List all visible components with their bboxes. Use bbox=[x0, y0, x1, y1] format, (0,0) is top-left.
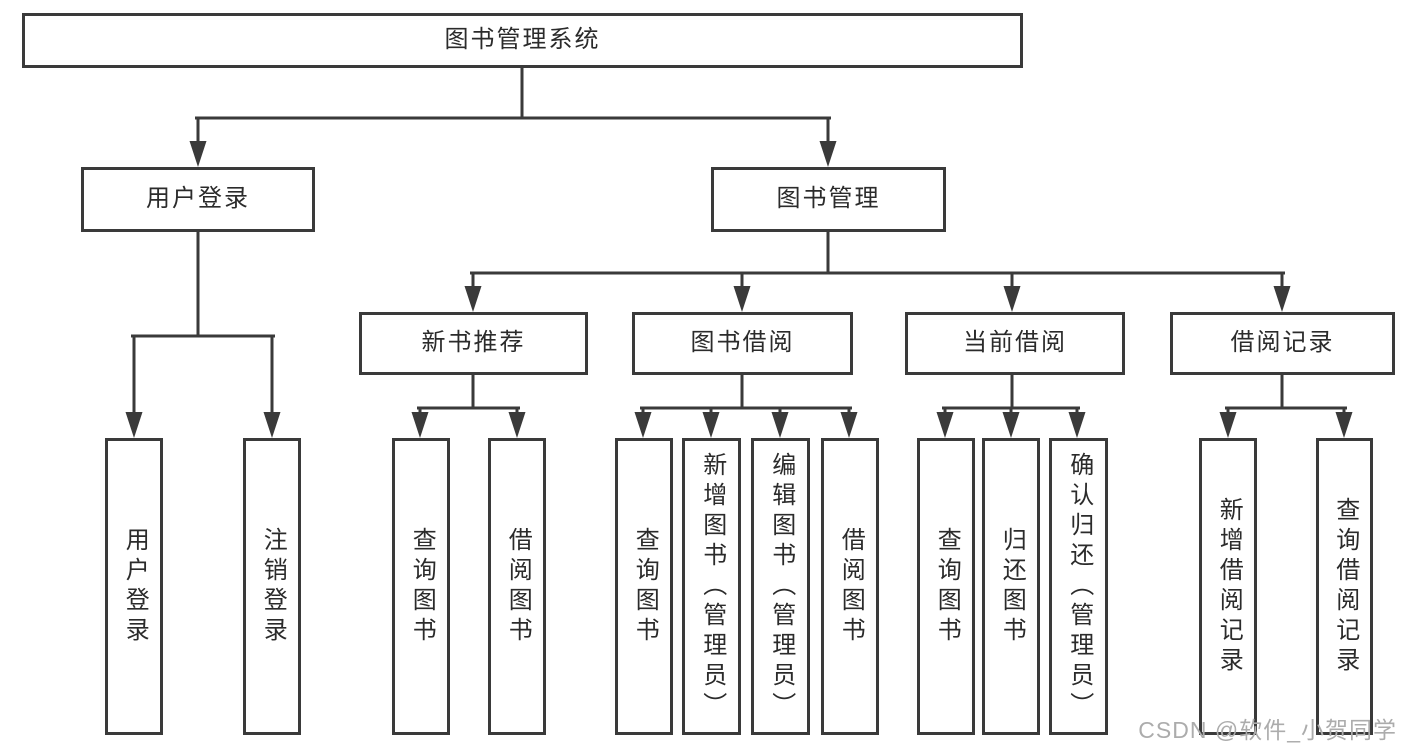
csdn-watermark: CSDN @软件_小贺同学 bbox=[1138, 717, 1397, 743]
node-book-management: 图书管理 bbox=[711, 167, 946, 232]
node-logout-action: 注销登录 bbox=[243, 438, 301, 735]
connector-root-to-level2 bbox=[189, 64, 837, 167]
node-label: 新增借阅记录 bbox=[1215, 496, 1243, 677]
node-current-borrowing: 当前借阅 bbox=[905, 312, 1125, 375]
node-label: 图书借阅 bbox=[690, 329, 795, 357]
node-label: 图书管理系统 bbox=[444, 26, 601, 54]
node-label: 查询图书 bbox=[631, 526, 659, 647]
node-label: 归还图书 bbox=[998, 526, 1026, 647]
node-add-books-admin: 新增图书（管理员） bbox=[682, 438, 741, 735]
node-label: 图书管理 bbox=[776, 185, 881, 213]
node-label: 当前借阅 bbox=[963, 329, 1067, 357]
connector-book-management-children bbox=[464, 230, 1291, 312]
node-borrow-books-recommend: 借阅图书 bbox=[488, 438, 546, 735]
node-label: 借阅记录 bbox=[1230, 329, 1335, 357]
node-edit-books-admin: 编辑图书（管理员） bbox=[751, 438, 810, 735]
node-library-system: 图书管理系统 bbox=[22, 13, 1023, 68]
node-borrow-books-borrowing: 借阅图书 bbox=[821, 438, 879, 735]
connector-current-borrowing-children bbox=[936, 373, 1086, 438]
connector-book-borrowing-children bbox=[634, 373, 858, 438]
node-label: 查询借阅记录 bbox=[1331, 496, 1359, 677]
node-add-borrow-record: 新增借阅记录 bbox=[1199, 438, 1257, 735]
connector-new-book-recommendation-children bbox=[411, 373, 526, 438]
node-label: 编辑图书（管理员） bbox=[767, 451, 795, 722]
node-user-login-action: 用户登录 bbox=[105, 438, 163, 735]
node-query-borrow-record: 查询借阅记录 bbox=[1316, 438, 1373, 735]
node-label: 新书推荐 bbox=[421, 329, 526, 357]
node-borrowing-records: 借阅记录 bbox=[1170, 312, 1395, 375]
node-label: 用户登录 bbox=[121, 526, 149, 647]
node-user-login: 用户登录 bbox=[81, 167, 315, 232]
node-label: 查询图书 bbox=[408, 526, 436, 647]
node-label: 注销登录 bbox=[259, 526, 287, 647]
node-query-books-recommend: 查询图书 bbox=[392, 438, 450, 735]
node-confirm-return-admin: 确认归还（管理员） bbox=[1049, 438, 1108, 735]
connector-user-login-children bbox=[125, 230, 281, 438]
node-new-book-recommendation: 新书推荐 bbox=[359, 312, 588, 375]
node-label: 查询图书 bbox=[933, 526, 961, 647]
node-label: 用户登录 bbox=[146, 185, 250, 213]
node-query-books-current: 查询图书 bbox=[917, 438, 975, 735]
node-label: 借阅图书 bbox=[504, 526, 532, 647]
node-return-books: 归还图书 bbox=[982, 438, 1040, 735]
node-label: 借阅图书 bbox=[837, 526, 865, 647]
node-query-books-borrowing: 查询图书 bbox=[615, 438, 673, 735]
node-book-borrowing: 图书借阅 bbox=[632, 312, 853, 375]
node-label: 确认归还（管理员） bbox=[1065, 451, 1093, 722]
connector-borrowing-records-children bbox=[1219, 373, 1353, 438]
node-label: 新增图书（管理员） bbox=[698, 451, 726, 722]
